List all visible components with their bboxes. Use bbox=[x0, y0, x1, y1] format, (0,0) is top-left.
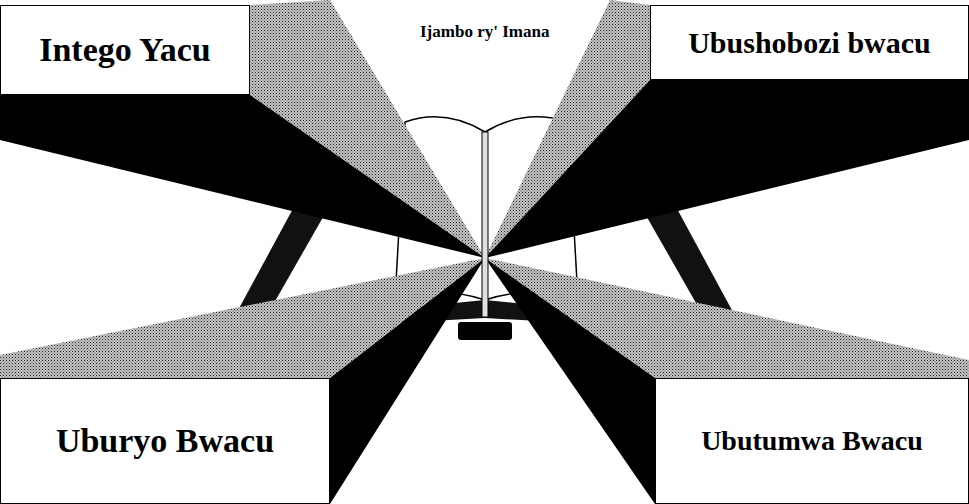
star-ray bbox=[0, 95, 485, 258]
box-title: Uburyo Bwacu bbox=[56, 422, 274, 460]
box-title: Ubutumwa Bwacu bbox=[701, 425, 923, 457]
title-box: Ubutumwa Bwacu bbox=[655, 378, 969, 504]
box-title: Ubushobozi bwacu bbox=[688, 26, 931, 60]
title-box: Intego Yacu bbox=[0, 5, 250, 95]
book-label: Ijambo ry' Imana bbox=[417, 22, 552, 42]
title-box: Ubushobozi bwacu bbox=[650, 5, 969, 80]
star-ray bbox=[330, 258, 485, 504]
star-ray bbox=[485, 80, 969, 258]
stand-foot bbox=[458, 322, 512, 340]
book-spine bbox=[482, 132, 488, 317]
box-title: Intego Yacu bbox=[39, 31, 211, 69]
star-ray bbox=[485, 258, 655, 504]
title-box: Uburyo Bwacu bbox=[0, 378, 330, 504]
